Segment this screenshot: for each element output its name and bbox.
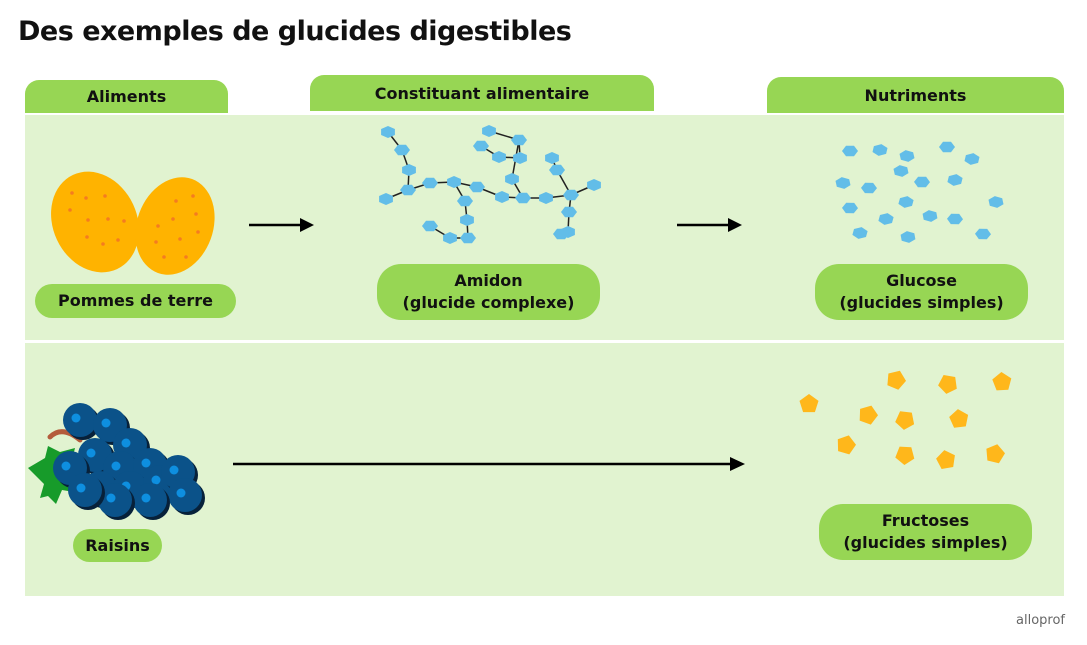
pentagon-unit bbox=[859, 405, 878, 425]
hexagon-unit bbox=[898, 196, 914, 208]
column-header-nutriments: Nutriments bbox=[767, 77, 1064, 113]
hexagon-unit bbox=[469, 181, 485, 193]
hexagon-unit bbox=[460, 232, 476, 244]
grape-highlight bbox=[169, 465, 179, 475]
hexagon-unit bbox=[914, 176, 930, 188]
hexagon-unit bbox=[482, 125, 496, 137]
grape-highlight bbox=[101, 418, 111, 428]
hexagon-unit bbox=[400, 184, 416, 196]
page-title: Des exemples de glucides digestibles bbox=[18, 16, 572, 47]
hexagon-unit bbox=[878, 213, 894, 225]
food-label-text: Raisins bbox=[85, 535, 150, 555]
hexagon-unit bbox=[443, 232, 457, 244]
nutrient-type: (glucides simples) bbox=[839, 293, 1004, 312]
glucose-molecules-icon bbox=[835, 141, 1004, 243]
fructose-molecules-icon bbox=[799, 370, 1012, 469]
hexagon-unit bbox=[513, 152, 527, 164]
arrow-icon bbox=[249, 218, 314, 232]
hexagon-unit bbox=[988, 196, 1004, 208]
hexagon-unit bbox=[947, 213, 963, 225]
hexagon-unit bbox=[563, 189, 579, 201]
long-arrow-icon bbox=[233, 457, 745, 471]
grape-highlight bbox=[76, 483, 86, 493]
constituent-name: Amidon bbox=[454, 271, 523, 290]
hexagon-unit bbox=[457, 195, 473, 207]
grape-highlight bbox=[141, 458, 151, 468]
grape-highlight bbox=[176, 488, 186, 498]
nutrient-label-glucose: Glucose (glucides simples) bbox=[815, 264, 1028, 320]
hexagon-unit bbox=[422, 220, 438, 232]
hexagon-unit bbox=[492, 151, 506, 163]
pentagon-unit bbox=[986, 444, 1005, 464]
food-label-grapes: Raisins bbox=[73, 529, 162, 562]
hexagon-unit bbox=[460, 214, 474, 226]
hexagon-unit bbox=[422, 177, 438, 189]
grape-highlight bbox=[121, 438, 131, 448]
column-header-aliments: Aliments bbox=[25, 80, 228, 113]
grape-highlight bbox=[61, 461, 71, 471]
hexagon-unit bbox=[842, 145, 858, 157]
hexagon-unit bbox=[852, 227, 868, 239]
pentagon-unit bbox=[887, 370, 906, 390]
hexagon-unit bbox=[861, 182, 877, 194]
hexagon-unit bbox=[381, 126, 395, 138]
hexagon-unit bbox=[899, 150, 915, 162]
hexagon-unit bbox=[900, 231, 916, 243]
hexagon-unit bbox=[939, 141, 955, 153]
starch-molecule-icon bbox=[379, 125, 601, 244]
constituent-type: (glucide complexe) bbox=[402, 293, 575, 312]
nutrient-name: Fructoses bbox=[881, 511, 970, 530]
hexagon-unit bbox=[549, 164, 565, 176]
hexagon-unit bbox=[893, 165, 909, 177]
grape-highlight bbox=[71, 413, 81, 423]
grape-highlight bbox=[86, 448, 96, 458]
hexagon-unit bbox=[505, 173, 519, 185]
hexagon-unit bbox=[515, 192, 531, 204]
hexagon-unit bbox=[511, 134, 527, 146]
grape-highlight bbox=[111, 461, 121, 471]
hexagon-unit bbox=[947, 174, 963, 186]
hexagon-unit bbox=[553, 228, 569, 240]
pentagon-unit bbox=[992, 372, 1012, 391]
hexagon-unit bbox=[394, 144, 410, 156]
food-label-potatoes: Pommes de terre bbox=[35, 284, 236, 318]
hexagon-unit bbox=[964, 153, 980, 165]
column-header-constituant: Constituant alimentaire bbox=[310, 75, 654, 111]
alloprof-logo: alloprof bbox=[1016, 613, 1065, 628]
arrow-icon bbox=[677, 218, 742, 232]
hexagon-unit bbox=[842, 202, 858, 214]
food-label-text: Pommes de terre bbox=[57, 291, 213, 310]
potato-icon bbox=[51, 171, 215, 275]
hexagon-unit bbox=[975, 228, 991, 240]
hexagon-unit bbox=[545, 152, 559, 164]
hexagon-unit bbox=[922, 210, 938, 222]
pentagon-unit bbox=[837, 435, 856, 455]
grapes-icon bbox=[28, 403, 205, 520]
hexagon-unit bbox=[872, 144, 888, 156]
pentagon-unit bbox=[799, 394, 819, 413]
hexagon-unit bbox=[447, 176, 461, 188]
hexagon-unit bbox=[473, 140, 489, 152]
pentagon-unit bbox=[949, 409, 969, 428]
hexagon-unit bbox=[495, 191, 509, 203]
pentagon-unit bbox=[895, 411, 915, 430]
pentagon-unit bbox=[936, 450, 955, 469]
hexagon-unit bbox=[835, 177, 851, 189]
grape-highlight bbox=[141, 493, 151, 503]
nutrient-label-fructose: Fructoses (glucides simples) bbox=[819, 504, 1032, 560]
nutrient-name: Glucose bbox=[886, 271, 957, 290]
hexagon-unit bbox=[402, 164, 416, 176]
hexagon-unit bbox=[587, 179, 601, 191]
hexagon-unit bbox=[379, 193, 393, 205]
grape-highlight bbox=[106, 493, 116, 503]
pentagon-unit bbox=[938, 375, 957, 394]
pentagon-unit bbox=[895, 446, 915, 465]
grape-highlight bbox=[151, 475, 161, 485]
constituent-label-starch: Amidon (glucide complexe) bbox=[377, 264, 600, 320]
hexagon-unit bbox=[561, 206, 577, 218]
nutrient-type: (glucides simples) bbox=[843, 533, 1008, 552]
hexagon-unit bbox=[539, 192, 553, 204]
